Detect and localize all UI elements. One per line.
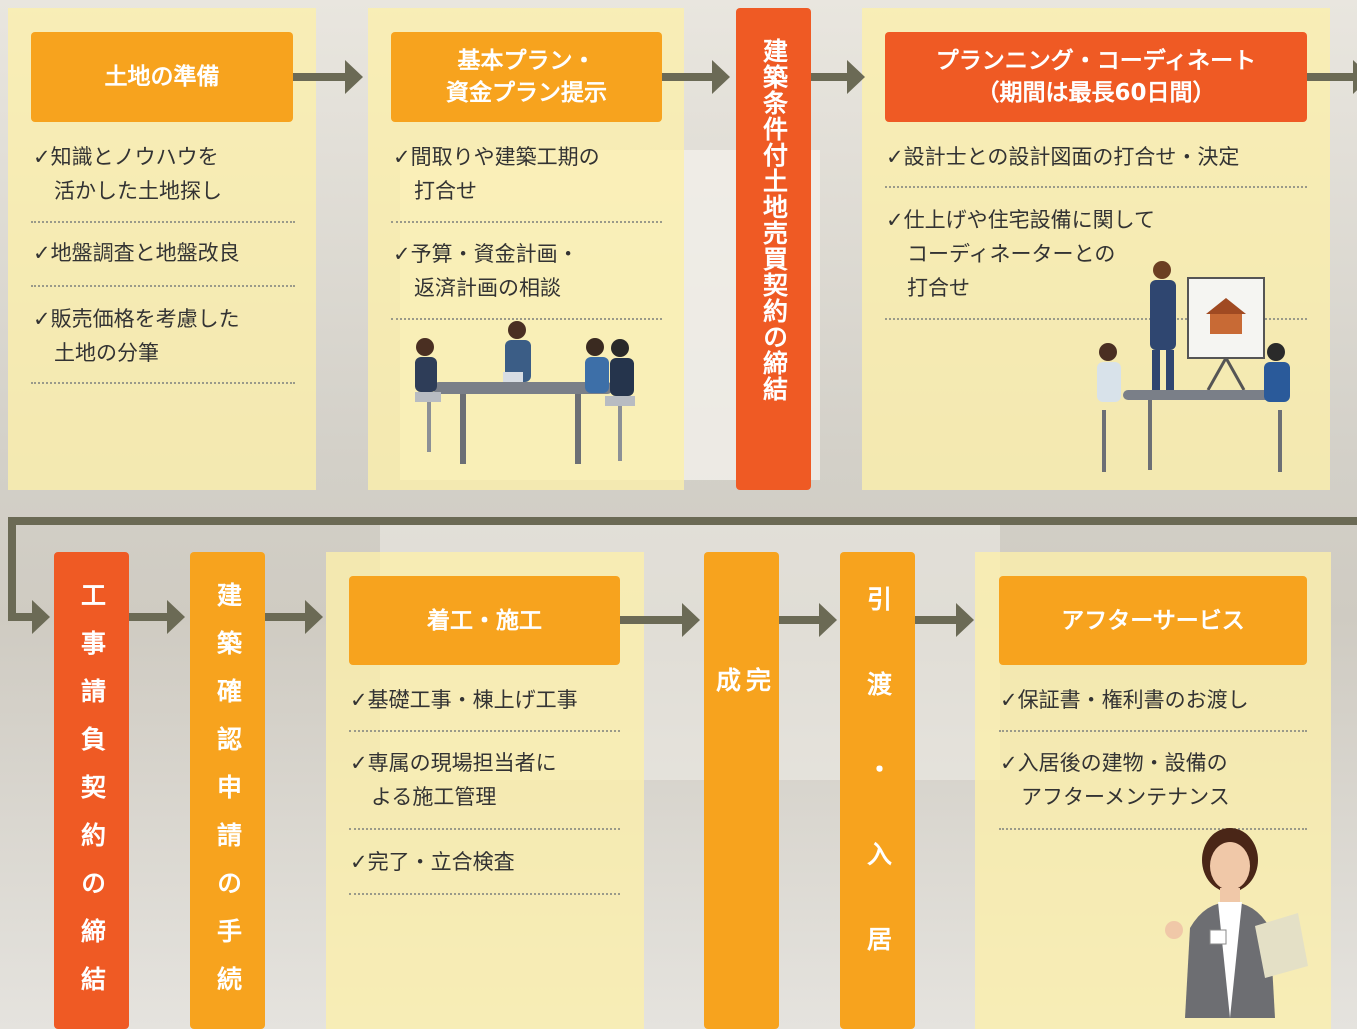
divider [349, 828, 620, 830]
construction-contract-label: 工事請負契約の締結 [77, 582, 107, 1014]
step2-item-2: ✓予算・資金計画・ 返済計画の相談 [393, 242, 579, 300]
arrow-right [129, 600, 185, 634]
divider [31, 221, 295, 223]
divider [999, 828, 1307, 830]
meeting-illustration [415, 321, 635, 464]
step1-item-1: ✓知識とノウハウを 活かした土地探し [33, 145, 222, 203]
construction-contract-bar: 工事請負契約の締結 [54, 552, 129, 1029]
row-connector-vertical [8, 517, 16, 621]
arrow-right [293, 60, 363, 94]
land-sale-contract-label: 建築条件付土地売買契約の締結 [759, 38, 789, 402]
divider [31, 285, 295, 287]
arrow-right [265, 600, 323, 634]
divider [999, 730, 1307, 732]
step-land-preparation-title: 土地の準備 [31, 32, 293, 122]
completion-label: 完成 [712, 667, 772, 889]
step4-item-3: ✓完了・立合検査 [350, 850, 515, 874]
arrow-right [811, 60, 865, 94]
divider [885, 318, 1307, 320]
completion-bar: 完成 [704, 552, 779, 1029]
step4-item-2: ✓専属の現場担当者に よる施工管理 [350, 751, 557, 809]
handover-label: 引渡・入居 [863, 586, 893, 1011]
arrow-right [779, 603, 837, 637]
divider [391, 221, 662, 223]
step4-item-1: ✓基礎工事・棟上げ工事 [350, 688, 578, 712]
row-connector-horizontal [8, 517, 1357, 525]
step1-item-2: ✓地盤調査と地盤改良 [33, 241, 240, 265]
building-permit-bar: 建築確認申請の手続 [190, 552, 265, 1029]
step2-item-1: ✓間取りや建築工期の 打合せ [393, 145, 600, 203]
handover-bar: 引渡・入居 [840, 552, 915, 1029]
arrow-right [8, 600, 50, 634]
arrow-right [662, 60, 730, 94]
divider [31, 382, 295, 384]
divider [391, 318, 662, 320]
step5-item-2: ✓入居後の建物・設備の アフターメンテナンス [1000, 751, 1230, 809]
step-planning-title: プランニング・コーディネート （期間は最長60日間） [885, 32, 1307, 122]
step-construction-title: 着工・施工 [349, 576, 620, 665]
staff-woman-illustration [1165, 828, 1308, 1018]
step3-item-1: ✓設計士との設計図面の打合せ・決定 [886, 145, 1240, 169]
step3-item-2: ✓仕上げや住宅設備に関して コーディネーターとの 打合せ [886, 208, 1155, 300]
step-basic-plan-title: 基本プラン・ 資金プラン提示 [391, 32, 662, 122]
divider [349, 730, 620, 732]
step-after-service-title: アフターサービス [999, 576, 1307, 665]
arrow-right [915, 603, 974, 637]
land-sale-contract-bar: 建築条件付土地売買契約の締結 [736, 8, 811, 490]
planning-presentation-illustration [1097, 261, 1290, 472]
arrow-continue [1307, 60, 1357, 94]
arrow-right [620, 603, 700, 637]
step5-item-1: ✓保証書・権利書のお渡し [1000, 688, 1249, 712]
step1-item-3: ✓販売価格を考慮した 土地の分筆 [33, 307, 240, 365]
building-permit-label: 建築確認申請の手続 [213, 582, 243, 1014]
divider [885, 186, 1307, 188]
divider [349, 893, 620, 895]
